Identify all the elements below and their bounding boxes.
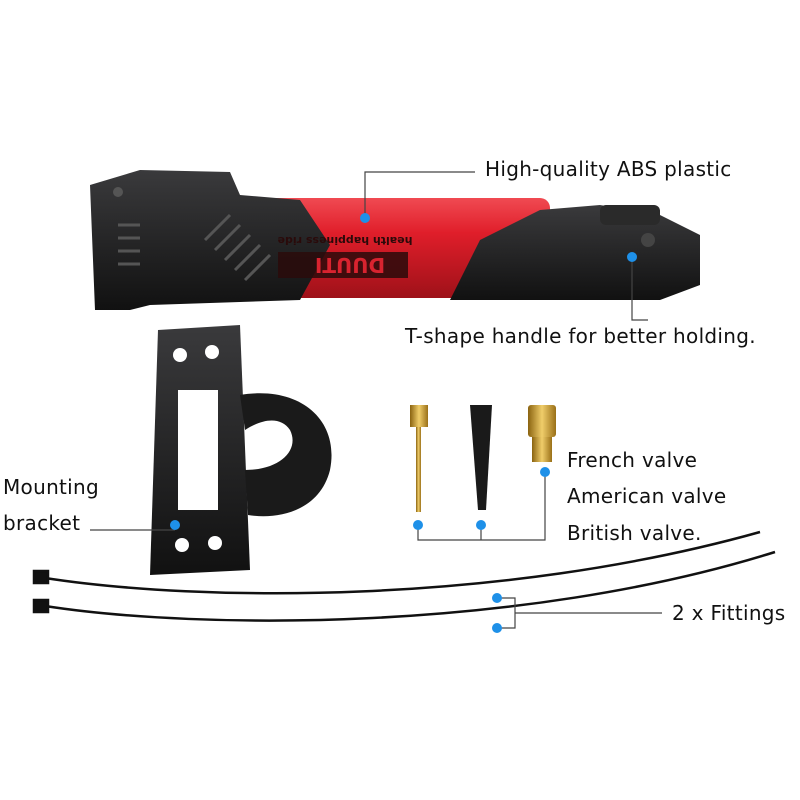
svg-text:DUUTI: DUUTI bbox=[315, 253, 385, 277]
mounting-bracket bbox=[150, 325, 332, 575]
label-american-valve: American valve bbox=[567, 484, 727, 508]
pump-logo: DUUTI health happiness ride bbox=[278, 234, 413, 278]
pump-handle bbox=[450, 205, 700, 300]
callout-dots bbox=[170, 213, 637, 633]
pump: DUUTI health happiness ride bbox=[90, 170, 700, 310]
label-bracket: bracket bbox=[3, 511, 81, 535]
label-french-valve: French valve bbox=[567, 448, 698, 472]
american-valve bbox=[470, 405, 492, 510]
label-t-handle: T-shape handle for better holding. bbox=[405, 324, 756, 348]
valves bbox=[410, 405, 556, 512]
callout-lines bbox=[90, 171, 662, 629]
cable-ties bbox=[32, 530, 776, 622]
svg-text:health happiness ride: health happiness ride bbox=[278, 234, 413, 247]
british-valve bbox=[528, 405, 556, 437]
french-valve bbox=[410, 405, 428, 427]
label-british-valve: British valve. bbox=[567, 521, 702, 545]
label-mounting: Mounting bbox=[3, 475, 100, 499]
label-fittings: 2 x Fittings bbox=[672, 601, 786, 625]
label-abs-plastic: High-quality ABS plastic bbox=[485, 157, 732, 181]
pump-head bbox=[90, 170, 330, 310]
